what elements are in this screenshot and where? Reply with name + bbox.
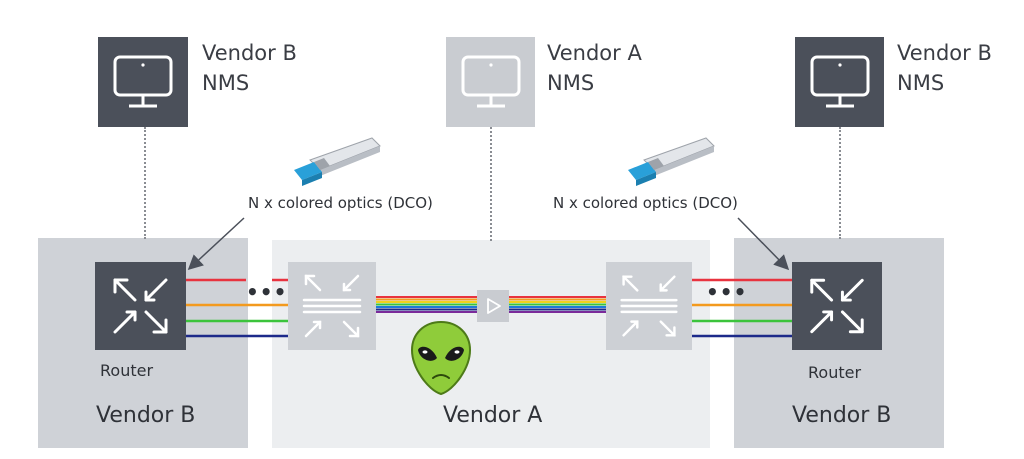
zone-label-left: Vendor B	[96, 403, 196, 428]
amplifier-icon	[487, 298, 501, 314]
nms-label-right-line2: NMS	[897, 71, 945, 95]
router-label-right: Router	[808, 363, 862, 382]
nms-label-middle: Vendor A NMS	[547, 38, 642, 98]
mux-icon	[302, 274, 362, 338]
colored-fibers-right	[692, 278, 792, 338]
zone-label-right: Vendor B	[792, 403, 892, 428]
transceiver-icon	[294, 137, 381, 186]
router-arrows-icon	[810, 278, 864, 334]
nms-monitor-middle	[446, 37, 535, 127]
ellipsis-left: •••	[246, 280, 288, 304]
nms-label-left: Vendor B NMS	[202, 38, 297, 98]
colored-fibers-left	[186, 278, 288, 338]
nms-label-right-line1: Vendor B	[897, 41, 992, 65]
nms-link-right	[839, 127, 841, 239]
mux-icon	[620, 275, 678, 337]
nms-label-left-line1: Vendor B	[202, 41, 297, 65]
callout-arrow-left	[187, 217, 245, 271]
nms-label-left-line2: NMS	[202, 71, 250, 95]
zone-label-middle: Vendor A	[443, 403, 543, 428]
monitor-icon	[461, 55, 520, 108]
nms-monitor-left	[98, 37, 188, 127]
callout-arrow-right	[737, 217, 790, 271]
router-right	[792, 262, 882, 350]
alien-icon	[410, 320, 472, 396]
transceiver-icon	[628, 137, 715, 186]
nms-label-middle-line2: NMS	[547, 71, 595, 95]
mux-left	[288, 262, 376, 350]
router-label-left: Router	[100, 361, 154, 380]
monitor-icon	[113, 55, 173, 108]
nms-link-middle	[490, 127, 492, 241]
nms-label-middle-line1: Vendor A	[547, 41, 642, 65]
ellipsis-right: •••	[706, 280, 748, 304]
router-left	[95, 262, 186, 350]
nms-link-left	[144, 127, 146, 239]
nms-monitor-right	[795, 37, 884, 127]
optics-label-right: N x colored optics (DCO)	[553, 194, 738, 212]
router-arrows-icon	[113, 278, 168, 334]
mux-right	[606, 262, 692, 350]
nms-label-right: Vendor B NMS	[897, 38, 992, 98]
monitor-icon	[810, 55, 869, 108]
optics-label-left: N x colored optics (DCO)	[248, 194, 433, 212]
amplifier	[477, 290, 509, 322]
